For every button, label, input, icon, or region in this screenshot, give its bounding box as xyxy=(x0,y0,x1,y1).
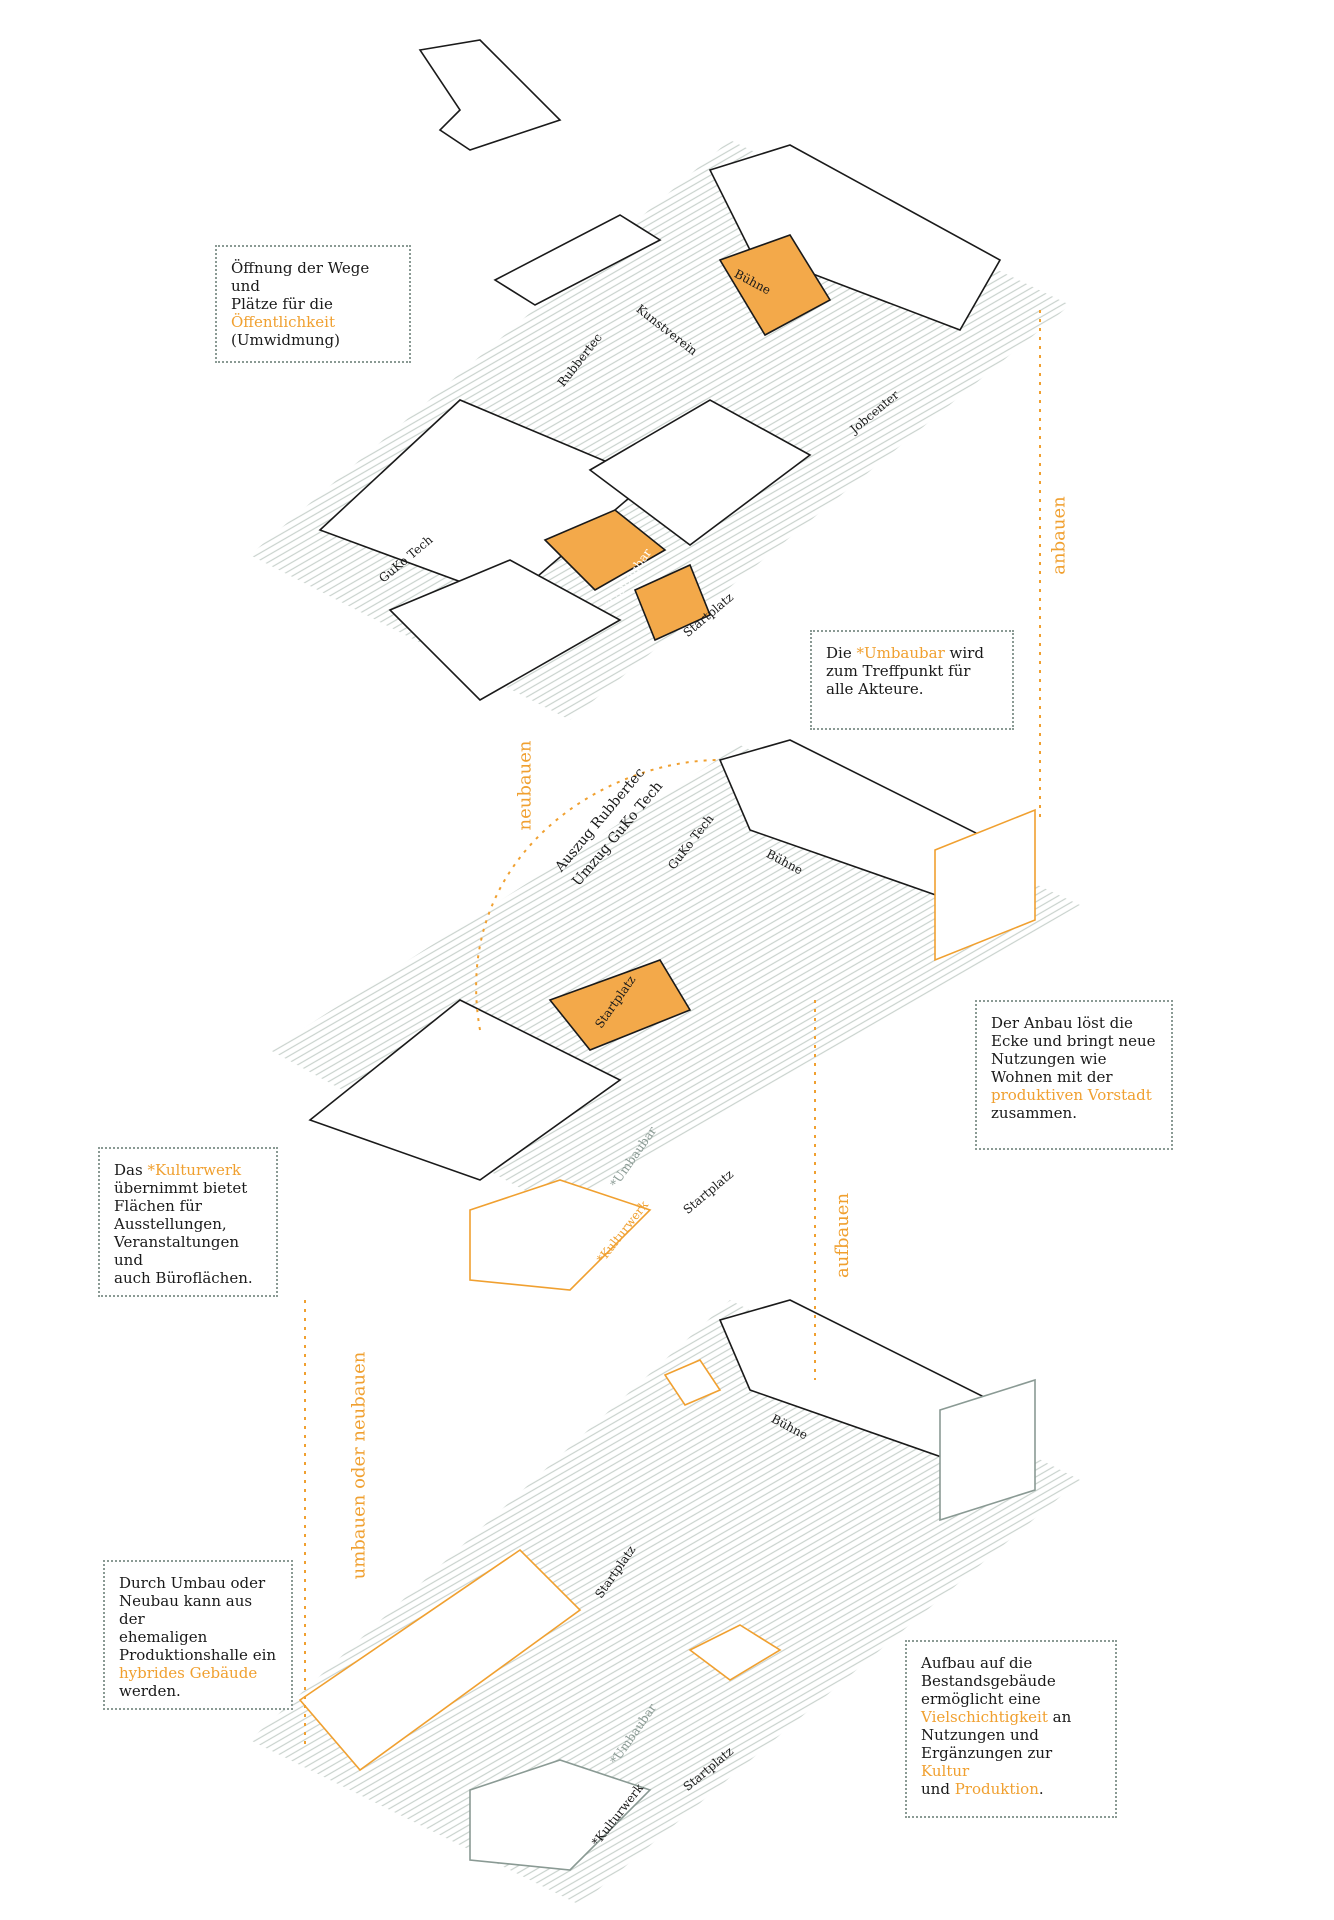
callout-aufbau-text-6b: Kultur xyxy=(921,1762,970,1780)
label-anbauen: anbauen xyxy=(1048,496,1070,575)
courtyard-block xyxy=(588,399,812,546)
callout-umbaubar-text-b: *Umbaubar xyxy=(856,644,945,662)
callout-aufbau-line-4: Vielschichtigkeit an xyxy=(921,1708,1101,1726)
level-top xyxy=(318,39,1002,701)
callout-aufbau-line-5: Nutzungen und xyxy=(921,1726,1039,1744)
anbau-tower xyxy=(934,808,1036,962)
callout-aufbau-line-3: ermöglicht eine xyxy=(921,1690,1041,1708)
callout-umbaubar-line-2: zum Treffpunkt für xyxy=(826,662,971,680)
callout-kulturwerk-line-2: übernimmt bietet xyxy=(114,1179,248,1197)
callout-aufbau-text-4a: Vielschichtigkeit xyxy=(921,1708,1048,1726)
callout-anbau-line-3: Nutzungen wie xyxy=(991,1050,1107,1068)
callout-umbaubar-line-3: alle Akteure. xyxy=(826,680,924,698)
callout-anbau-line-6: zusammen. xyxy=(991,1104,1077,1122)
hybrid-hall xyxy=(298,1548,582,1772)
callout-umbaubar-line-1: Die *Umbaubar wird xyxy=(826,644,998,662)
callout-kulturwerk-line-4: Ausstellungen, xyxy=(114,1215,227,1233)
aufbau-box-1 xyxy=(663,1359,722,1406)
callout-kulturwerk-line-1: Das *Kulturwerk xyxy=(114,1161,262,1179)
umbaubar-plaza-top xyxy=(543,509,667,591)
bar-block xyxy=(493,214,662,306)
saw-roof-hall xyxy=(708,144,1002,331)
callout-umbau-line-6: werden. xyxy=(119,1682,181,1700)
connector-lines xyxy=(304,310,1041,1750)
callout-anbau: Der Anbau löst die Ecke und bringt neue … xyxy=(975,1000,1173,1150)
callout-oeffnung-line-3: Öffentlichkeit xyxy=(231,313,335,331)
callout-kulturwerk-text-b: *Kulturwerk xyxy=(147,1161,242,1179)
factory-block-middle xyxy=(308,999,622,1181)
startplatz-plaza-middle xyxy=(548,959,692,1051)
kulturwerk-building xyxy=(469,1179,652,1291)
callout-anbau-line-1: Der Anbau löst die xyxy=(991,1014,1133,1032)
callout-umbau: Durch Umbau oder Neubau kann aus der ehe… xyxy=(103,1560,293,1710)
callout-aufbau-text-7c: . xyxy=(1038,1780,1044,1798)
callout-umbaubar-text-c: wird xyxy=(944,644,984,662)
callout-aufbau-line-1: Aufbau auf die xyxy=(921,1654,1033,1672)
callout-anbau-line-4: Wohnen mit der xyxy=(991,1068,1113,1086)
callout-anbau-line-2: Ecke und bringt neue xyxy=(991,1032,1156,1050)
callout-aufbau-line-6: Ergänzungen zur Kultur xyxy=(921,1744,1101,1780)
callout-oeffnung-line-2: Plätze für die xyxy=(231,295,333,313)
callout-aufbau-text-7a: und xyxy=(921,1780,955,1798)
callout-oeffnung-line-1: Öffnung der Wege und xyxy=(231,259,370,295)
callout-kulturwerk-line-3: Flächen für xyxy=(114,1197,202,1215)
level-middle xyxy=(308,739,1036,1291)
callout-umbau-line-2: Neubau kann aus der xyxy=(119,1592,253,1628)
callout-kulturwerk-text-a: Das xyxy=(114,1161,148,1179)
callout-umbaubar-text-a: Die xyxy=(826,644,857,662)
callout-anbau-line-5: produktiven Vorstadt xyxy=(991,1086,1152,1104)
callout-umbau-line-5: hybrides Gebäude xyxy=(119,1664,258,1682)
callout-kulturwerk-line-6: auch Büroflächen. xyxy=(114,1269,253,1287)
callout-umbau-line-3: ehemaligen xyxy=(119,1628,208,1646)
callout-aufbau: Aufbau auf die Bestandsgebäude ermöglich… xyxy=(905,1640,1117,1818)
callout-aufbau-line-7: und Produktion. xyxy=(921,1780,1101,1798)
startplatz-plaza-top xyxy=(633,563,712,642)
callout-umbaubar: Die *Umbaubar wird zum Treffpunkt für al… xyxy=(810,630,1014,730)
label-umbauen-oder-neubauen: umbauen oder neubauen xyxy=(348,1351,370,1580)
label-aufbauen: aufbauen xyxy=(832,1192,854,1279)
aufbau-box-2 xyxy=(688,1624,782,1681)
lower-house-row xyxy=(388,559,622,701)
callout-aufbau-text-4b: an xyxy=(1047,1708,1072,1726)
callout-aufbau-text-6a: Ergänzungen zur xyxy=(921,1744,1053,1762)
callout-aufbau-text-7b: Produktion xyxy=(954,1780,1039,1798)
ground-plate-bottom xyxy=(250,1300,1080,1905)
level-bottom xyxy=(298,1299,1036,1871)
label-neubauen: neubauen xyxy=(514,740,536,831)
callout-umbau-line-4: Produktionshalle ein xyxy=(119,1646,277,1664)
detached-block xyxy=(418,39,562,151)
tower-bottom xyxy=(939,1378,1036,1522)
callout-kulturwerk: Das *Kulturwerk übernimmt bietet Flächen… xyxy=(98,1147,278,1297)
callout-aufbau-line-2: Bestandsgebäude xyxy=(921,1672,1056,1690)
callout-oeffnung-line-4: (Umwidmung) xyxy=(231,331,340,349)
kulturwerk-bottom xyxy=(469,1759,652,1871)
callout-oeffnung: Öffnung der Wege und Plätze für die Öffe… xyxy=(215,245,411,363)
callout-umbau-line-1: Durch Umbau oder xyxy=(119,1574,266,1592)
callout-kulturwerk-line-5: Veranstaltungen und xyxy=(114,1233,240,1269)
buehne-plaza-top xyxy=(718,234,832,337)
